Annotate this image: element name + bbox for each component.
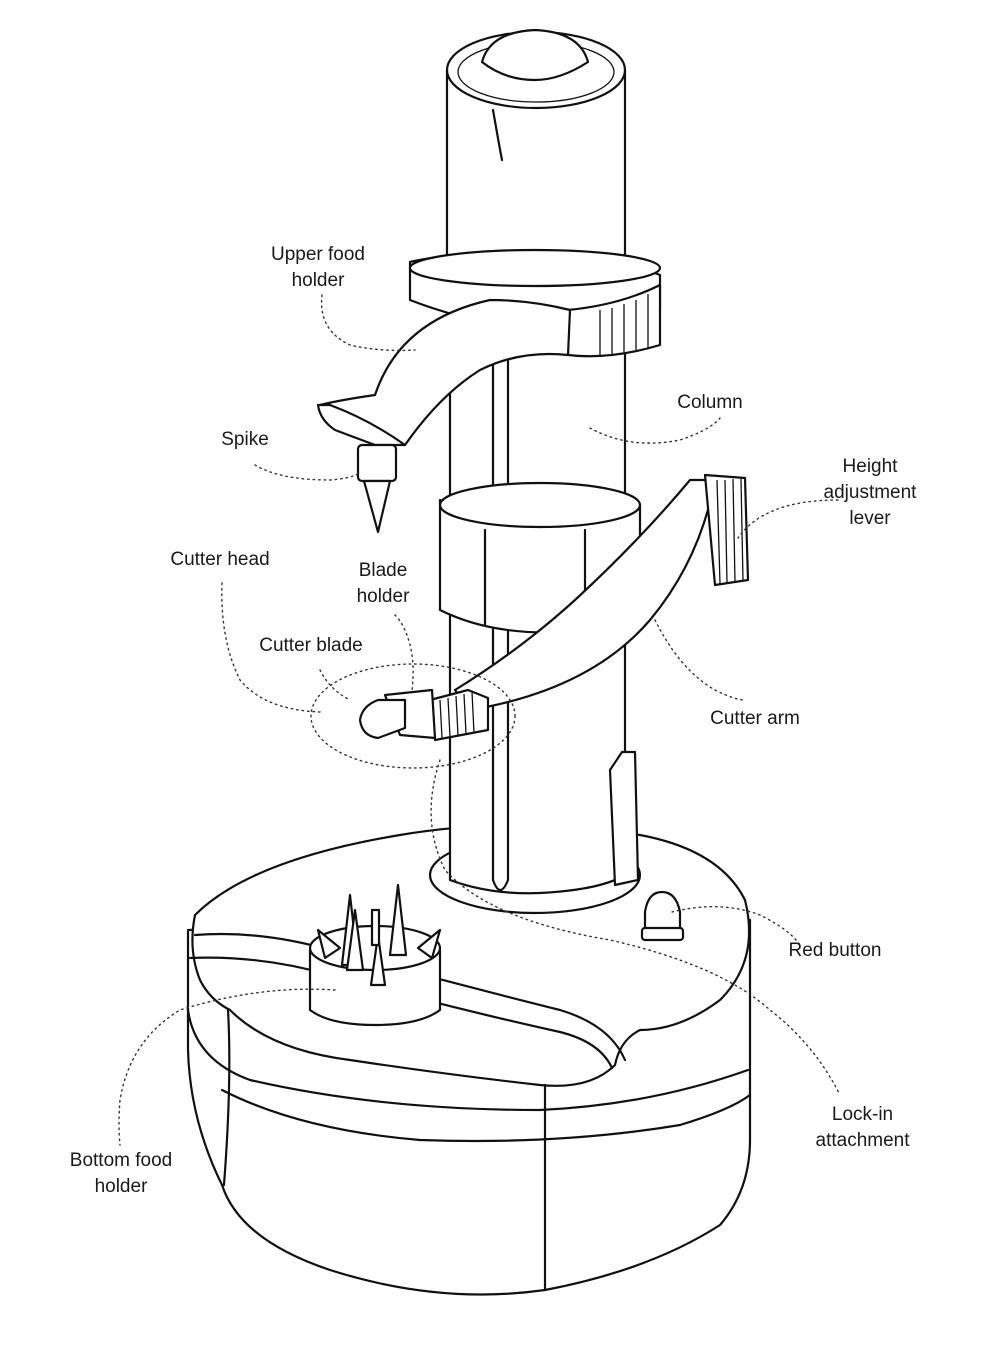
label-column: Column <box>677 392 743 413</box>
top-cap <box>445 28 627 304</box>
base-unit <box>186 823 752 1296</box>
label-height-adjustment-lever: Height adjustment lever <box>823 456 917 529</box>
label-upper-food-holder: Upper food holder <box>270 244 365 291</box>
label-cutter-head: Cutter head <box>170 549 270 570</box>
cutter-arm-assembly <box>358 473 750 742</box>
upper-food-holder <box>316 248 662 534</box>
label-lock-in-attachment: Lock-in attachment <box>815 1104 910 1151</box>
label-cutter-blade: Cutter blade <box>259 635 363 656</box>
leader-lines <box>118 294 841 1146</box>
bottom-food-holder <box>308 883 442 1027</box>
label-blade-holder: Blade holder <box>356 560 410 607</box>
label-bottom-food-holder: Bottom food holder <box>69 1150 173 1197</box>
label-cutter-arm: Cutter arm <box>710 708 800 729</box>
label-spike: Spike <box>221 429 269 450</box>
label-red-button: Red button <box>788 940 882 961</box>
